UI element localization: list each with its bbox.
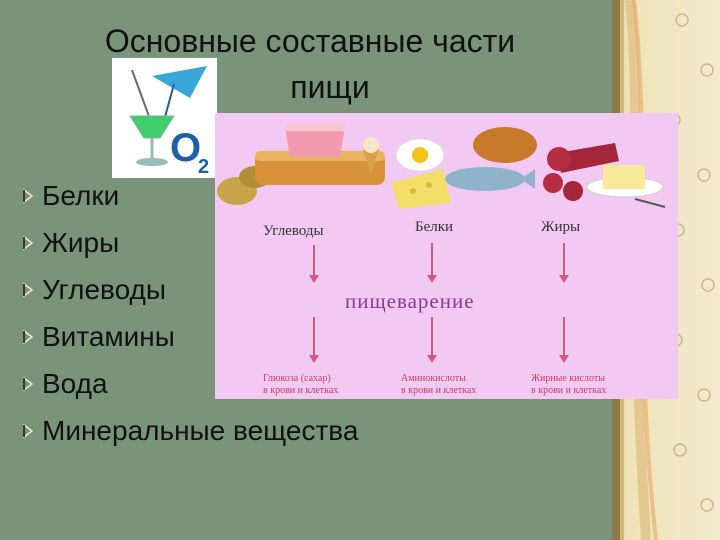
arrow-down-icon	[309, 317, 319, 363]
page-title: Основные составные части	[104, 23, 516, 59]
bullet-icon	[23, 236, 34, 250]
arrow-down-icon	[559, 317, 569, 363]
page-title-line2: пищи	[290, 69, 370, 105]
list-item: Минеральные вещества	[22, 413, 358, 460]
arrow-down-icon	[559, 243, 569, 283]
svg-text:2: 2	[198, 156, 209, 178]
food-illustration-icon	[217, 123, 666, 209]
nutrient-list: Белки Жиры Углеводы Витамины Вода Минера…	[22, 178, 358, 460]
bullet-icon	[23, 283, 34, 297]
arrow-down-icon	[427, 317, 437, 363]
svg-text:O: O	[170, 126, 201, 170]
list-item: Углеводы	[22, 272, 358, 319]
bullet-icon	[23, 377, 34, 391]
bullet-icon	[23, 424, 34, 438]
process-label: пищеварение	[345, 289, 475, 313]
cocktail-o2-icon: O 2	[112, 58, 217, 178]
arrow-down-icon	[309, 245, 319, 283]
list-item: Белки	[22, 178, 358, 225]
list-item: Вода	[22, 366, 358, 413]
list-item: Витамины	[22, 319, 358, 366]
category-label-carbs: Углеводы	[263, 223, 324, 239]
digestion-diagram: Углеводы Белки Жиры пищеварение Глюкоза …	[215, 113, 678, 399]
category-label-proteins: Белки	[415, 219, 454, 235]
arrow-down-icon	[427, 243, 437, 283]
list-item: Жиры	[22, 225, 358, 272]
result-fatty-acids: Жирные кислоты в крови и клетках	[531, 373, 607, 396]
result-amino-acids: Аминокислоты в крови и клетках	[401, 373, 477, 396]
result-glucose: Глюкоза (сахар) в крови и клетках	[263, 373, 339, 396]
category-label-fats: Жиры	[541, 219, 581, 235]
bullet-icon	[23, 330, 34, 344]
bullet-icon	[23, 189, 34, 203]
